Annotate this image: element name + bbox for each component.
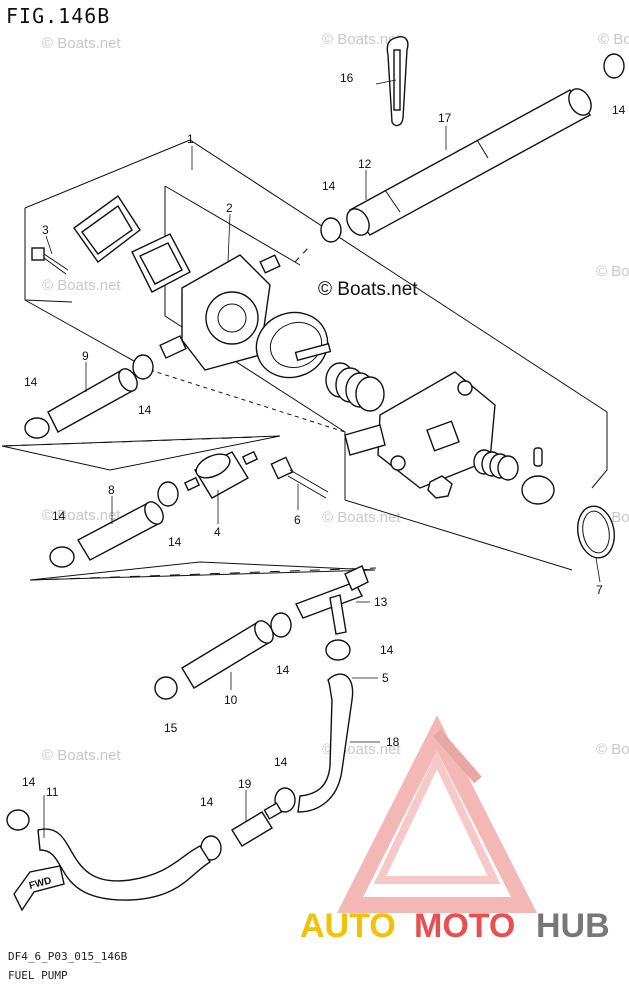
callout-14: 14 xyxy=(380,643,394,657)
hose-part-12-17 xyxy=(346,88,592,236)
callout-19: 19 xyxy=(238,777,252,791)
hose-part-18 xyxy=(297,673,354,813)
clip-part-16 xyxy=(386,36,409,127)
spring xyxy=(325,362,385,412)
watermark-main: © Boats.net xyxy=(318,279,418,300)
callout-4: 4 xyxy=(214,525,221,539)
callout-14: 14 xyxy=(52,509,66,523)
watermark: © Boats.net xyxy=(596,263,629,280)
bolt-part-6 xyxy=(270,456,329,499)
callout-14: 14 xyxy=(322,179,336,193)
clamp-icon xyxy=(6,53,625,861)
callout-15: 15 xyxy=(164,721,178,735)
valve-spring xyxy=(473,447,555,505)
callout-12: 12 xyxy=(358,157,372,171)
callout-14: 14 xyxy=(276,663,290,677)
callout-14: 14 xyxy=(24,375,38,389)
callout-2: 2 xyxy=(226,201,233,215)
callout-18: 18 xyxy=(386,735,400,749)
hose-part-8 xyxy=(77,501,164,561)
watermark: © Boats.net xyxy=(42,747,121,764)
diagram-name: FUEL PUMP xyxy=(8,969,68,982)
hose-part-11 xyxy=(37,828,211,901)
callout-14: 14 xyxy=(168,535,182,549)
pump-cover xyxy=(344,371,496,499)
brand-logo: AUTO MOTO HUB xyxy=(300,907,610,945)
callout-5: 5 xyxy=(382,671,389,685)
leader-lines xyxy=(43,79,601,838)
callout-3: 3 xyxy=(42,223,49,237)
callout-9: 9 xyxy=(82,349,89,363)
logo-moto: MOTO xyxy=(414,907,515,945)
watermark: © Boats.net xyxy=(42,507,121,524)
screw-part-3 xyxy=(31,247,69,275)
tee-joint-part-13 xyxy=(295,565,369,635)
fwd-arrow-icon: FWD xyxy=(13,865,65,912)
fuel-filter-part-4 xyxy=(183,450,259,499)
callout-10: 10 xyxy=(224,693,238,707)
callout-14: 14 xyxy=(274,755,288,769)
callout-17: 17 xyxy=(438,111,452,125)
callout-11: 11 xyxy=(46,785,59,799)
watermark: © Boats.net xyxy=(322,31,401,48)
pump-body-part-2 xyxy=(159,254,281,371)
watermarks: © Boats.net © Boats.net © Boats.net © Bo… xyxy=(42,31,629,764)
hose-part-10 xyxy=(181,620,274,689)
watermark: © Boats.net xyxy=(42,35,121,52)
callout-7: 7 xyxy=(596,583,603,597)
callout-8: 8 xyxy=(108,483,115,497)
callout-14: 14 xyxy=(200,795,214,809)
watermark: © Boats.net xyxy=(596,741,629,758)
callout-14: 14 xyxy=(22,775,36,789)
logo-hub: HUB xyxy=(536,907,610,945)
figure-title: FIG.146B xyxy=(6,4,111,28)
callout-14: 14 xyxy=(612,103,626,117)
callout-1: 1 xyxy=(187,132,194,146)
watermark: © Boats.net xyxy=(42,277,121,294)
diagram-code: DF4_6_P03_015_146B xyxy=(8,950,128,963)
callouts: 1 2 3 4 5 6 7 8 9 10 11 12 13 15 16 17 1… xyxy=(22,71,626,809)
callout-16: 16 xyxy=(340,71,354,85)
diaphragm xyxy=(255,311,332,379)
callout-14: 14 xyxy=(138,403,152,417)
pump-assembly-frame xyxy=(1,139,608,581)
joint-part-19 xyxy=(231,802,283,847)
gaskets xyxy=(73,194,191,293)
callout-6: 6 xyxy=(294,513,301,527)
watermark: © Boats.net xyxy=(598,31,629,48)
watermark: © Boats.net xyxy=(322,509,401,526)
logo-auto: AUTO xyxy=(300,907,396,945)
logo-mark xyxy=(336,715,538,913)
hose-part-9 xyxy=(47,368,138,433)
callout-13: 13 xyxy=(374,595,388,609)
